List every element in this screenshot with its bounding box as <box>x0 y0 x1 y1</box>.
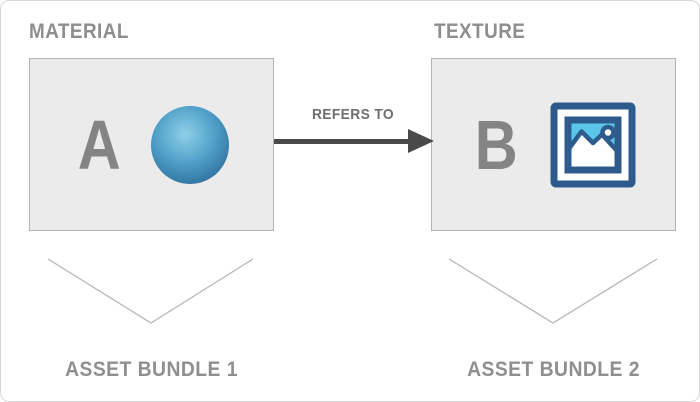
chevron-down-icon-left <box>47 258 254 324</box>
material-box: A <box>29 58 274 231</box>
arrow-right-icon <box>408 129 434 153</box>
texture-box: B <box>431 58 676 231</box>
texture-heading: TEXTURE <box>434 20 526 43</box>
image-icon <box>550 102 636 187</box>
material-heading: MATERIAL <box>29 20 129 43</box>
refers-to-label: REFERS TO <box>311 106 395 123</box>
refers-to-arrow-line <box>274 139 412 144</box>
chevron-down-icon-right <box>448 258 658 324</box>
asset-bundle-1-label: ASSET BUNDLE 1 <box>65 358 238 381</box>
asset-bundle-2-label: ASSET BUNDLE 2 <box>467 358 640 381</box>
material-letter: A <box>78 105 121 184</box>
texture-letter: B <box>475 105 518 184</box>
sphere-icon <box>150 105 229 184</box>
